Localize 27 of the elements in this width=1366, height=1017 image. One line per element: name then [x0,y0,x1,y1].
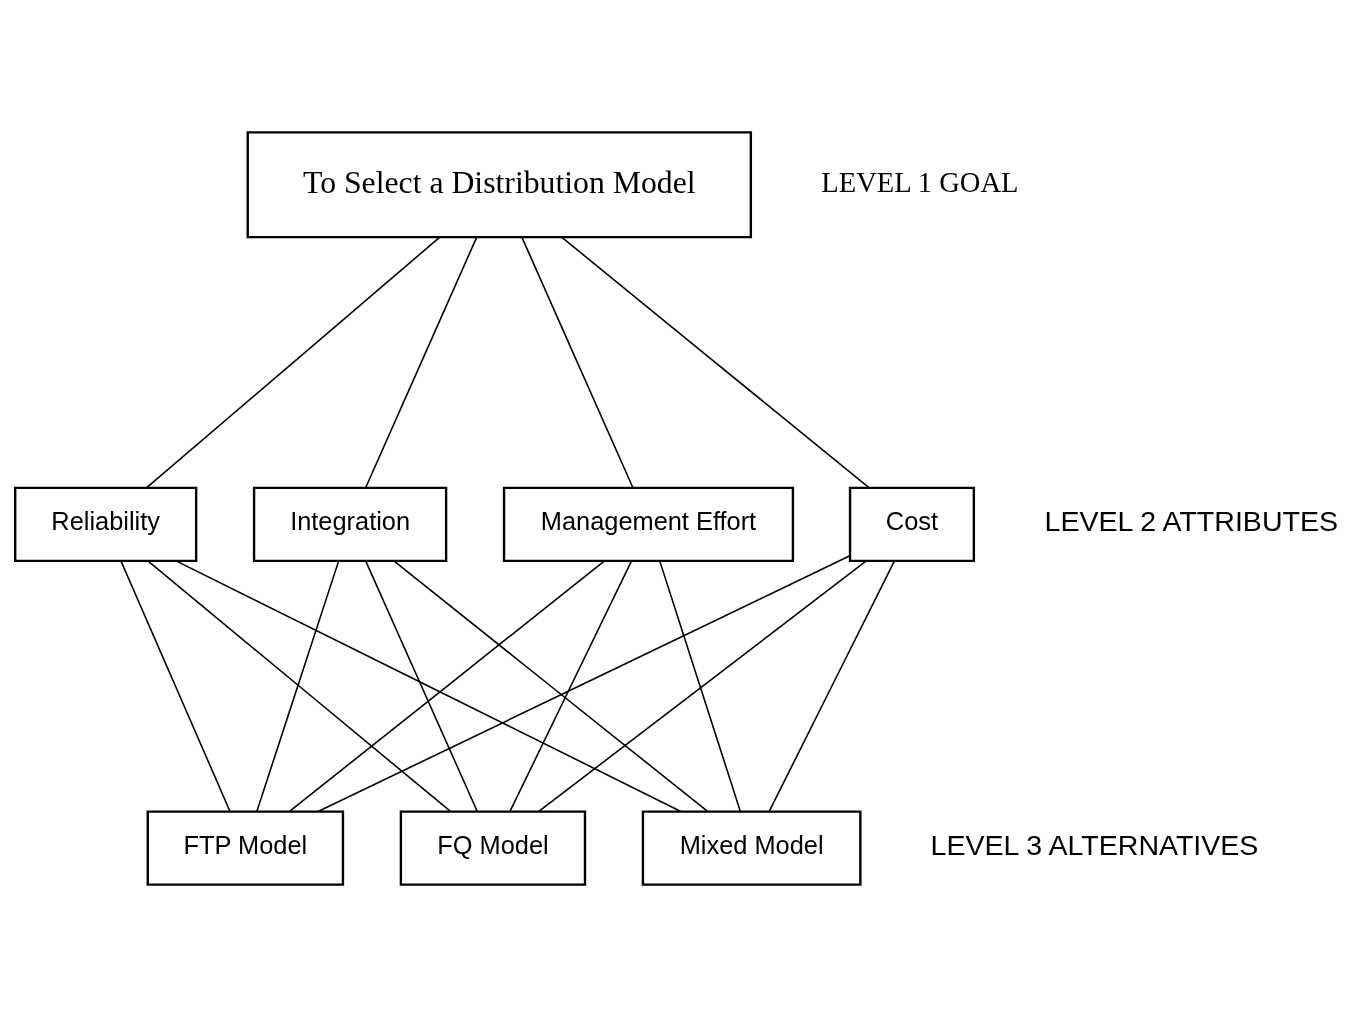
connector [147,560,451,812]
node-box: FQ Model [399,810,587,886]
node-box: To Select a Distribution Model [246,131,753,239]
node-box: Management Effort [502,486,795,563]
connector [256,560,340,812]
connector [289,560,606,812]
connector [509,560,633,812]
label: LEVEL 2 ATTRIBUTES [1044,505,1339,538]
connector [145,236,441,489]
connector [364,236,478,489]
connector [521,236,634,489]
connector [538,560,868,812]
connector [768,560,896,812]
connector [175,560,682,813]
connector [317,555,851,813]
label: LEVEL 1 GOAL [821,166,1019,198]
node-box: FTP Model [146,810,345,886]
connector [393,560,709,812]
node-box: Mixed Model [641,810,862,886]
connector [561,236,870,489]
node-box: Cost [848,486,976,563]
connector [364,560,478,812]
label: LEVEL 3 ALTERNATIVES [930,829,1259,862]
node-box: Reliability [14,486,198,563]
node-box: Integration [252,486,448,563]
connector [120,560,231,812]
connector [658,560,742,812]
